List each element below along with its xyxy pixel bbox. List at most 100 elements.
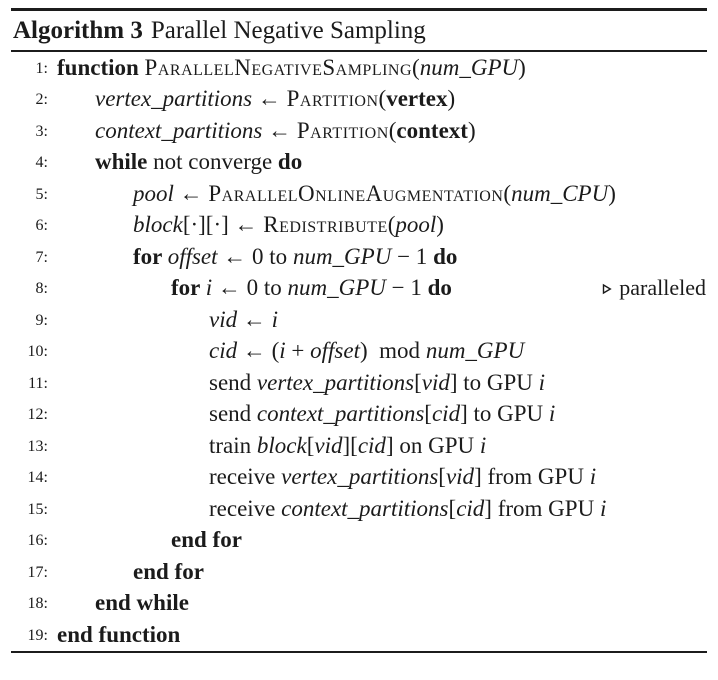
line-number: 4: [35, 154, 48, 172]
code-segment: vertex_partitions [281, 464, 439, 490]
code-segment: ][ [342, 432, 358, 458]
algorithm-line: 16:end for [11, 525, 707, 557]
code-segment: while [95, 149, 154, 175]
code-segment: Partition [286, 86, 379, 112]
code-segment: [ [306, 432, 315, 458]
code-segment: pool [133, 180, 174, 206]
algorithm-line: 3:context_partitions ← Partition(context… [11, 115, 707, 147]
line-content: receive vertex_partitions[vid] from GPU … [209, 464, 596, 490]
line-number: 12: [27, 406, 48, 424]
top-rule [11, 8, 707, 11]
code-segment: do [427, 275, 452, 301]
code-segment: vid [445, 464, 475, 490]
algorithm-line: 9:vid ← i [11, 304, 707, 336]
code-segment: ( [387, 212, 396, 238]
line-content: end function [57, 622, 180, 648]
line-number: 17: [27, 563, 48, 581]
line-number: 10: [27, 343, 48, 361]
line-content: function ParallelNegativeSampling(num_GP… [57, 55, 526, 81]
code-segment: ] to GPU [449, 369, 539, 395]
code-segment: cid [456, 495, 485, 521]
code-segment: context_partitions [95, 117, 263, 143]
algorithm-line: 12:send context_partitions[cid] to GPU i [11, 399, 707, 431]
code-segment: ) [467, 117, 476, 143]
line-content: end for [133, 559, 204, 585]
algorithm-line: 11:send vertex_partitions[vid] to GPU i [11, 367, 707, 399]
code-segment: [ [414, 369, 422, 395]
code-segment: [ [424, 401, 432, 427]
code-segment: not converge [153, 149, 278, 175]
code-segment: receive [209, 495, 282, 521]
code-segment: ( [412, 54, 420, 80]
code-segment: ( [388, 117, 397, 143]
code-segment: i [548, 401, 556, 427]
code-segment: vid [209, 306, 238, 332]
code-segment: end while [95, 590, 189, 616]
code-segment: Redistribute [263, 212, 388, 238]
code-segment: end for [133, 558, 204, 584]
line-content: send vertex_partitions[vid] to GPU i [209, 370, 545, 396]
code-segment: context_partitions [281, 495, 449, 521]
code-segment: num_GPU [287, 275, 386, 301]
algorithm-line: 19:end function [11, 619, 707, 651]
code-segment: ParallelOnlineAugmentation [208, 180, 504, 206]
algorithm-line: 10:cid ← (i + offset) mod num_GPU [11, 336, 707, 368]
code-segment: ) mod [360, 338, 426, 364]
code-segment: ] from GPU [474, 464, 590, 490]
code-segment: vertex_partitions [95, 86, 253, 112]
code-segment: pool [395, 212, 437, 238]
algorithm-line: 13:train block[vid][cid] on GPU i [11, 430, 707, 462]
code-segment: ) [608, 180, 616, 206]
line-content: block[·][·] ← Redistribute(pool) [133, 212, 444, 238]
code-segment: offset [167, 243, 218, 269]
code-segment: for [133, 243, 168, 269]
line-content: end for [171, 527, 242, 553]
code-segment: ] from GPU [484, 495, 600, 521]
line-number: 6: [35, 217, 48, 235]
line-number: 3: [35, 122, 48, 140]
algorithm-line: 2: vertex_partitions ← Partition(vertex) [11, 84, 707, 116]
line-content: vertex_partitions ← Partition(vertex) [95, 86, 455, 112]
code-segment: end function [57, 621, 181, 647]
bottom-rule [11, 650, 707, 653]
code-segment: ] on GPU [385, 432, 480, 458]
code-segment: i [538, 369, 546, 395]
algorithm-line: 4: while not converge do [11, 147, 707, 179]
code-segment: do [433, 243, 458, 269]
code-segment: num_GPU [292, 243, 392, 269]
line-number: 18: [27, 595, 48, 613]
algorithm-body: 1:function ParallelNegativeSampling(num_… [11, 52, 707, 651]
algorithm-caption: Algorithm 3 Parallel Negative Sampling [11, 11, 707, 50]
code-segment: vid [314, 432, 343, 458]
line-number: 8: [35, 280, 48, 298]
algorithm-title: Parallel Negative Sampling [150, 16, 426, 44]
algorithm-number-label: Algorithm 3 [13, 16, 143, 44]
algorithm-line: 7:for offset ← 0 to num_GPU − 1 do [11, 241, 707, 273]
code-segment: [ [438, 464, 446, 490]
code-segment: block [133, 212, 183, 238]
code-segment: cid [357, 432, 386, 458]
code-segment: ← [237, 306, 272, 332]
triangle-right-icon [603, 284, 612, 295]
code-segment: send [209, 369, 257, 395]
comment-text: paralleled [619, 275, 706, 301]
line-content: receive context_partitions[cid] from GPU… [209, 496, 606, 522]
code-segment: cid [431, 401, 461, 427]
code-segment: end for [171, 527, 242, 553]
code-segment: [ [448, 495, 457, 521]
code-segment: i [599, 495, 607, 521]
code-segment: context [396, 117, 468, 143]
code-segment: num_GPU [419, 54, 519, 80]
line-number: 2: [35, 91, 48, 109]
line-content: end while [95, 590, 189, 616]
code-segment: do [277, 149, 303, 175]
code-segment: Partition [296, 117, 389, 143]
code-segment: offset [310, 338, 360, 364]
code-segment: vid [421, 369, 450, 395]
code-segment: receive [209, 464, 282, 490]
code-segment: cid [209, 338, 238, 364]
code-segment: ) [436, 212, 444, 238]
line-content: train block[vid][cid] on GPU i [209, 433, 486, 459]
code-segment: send [209, 401, 257, 427]
code-segment: i [205, 275, 213, 301]
